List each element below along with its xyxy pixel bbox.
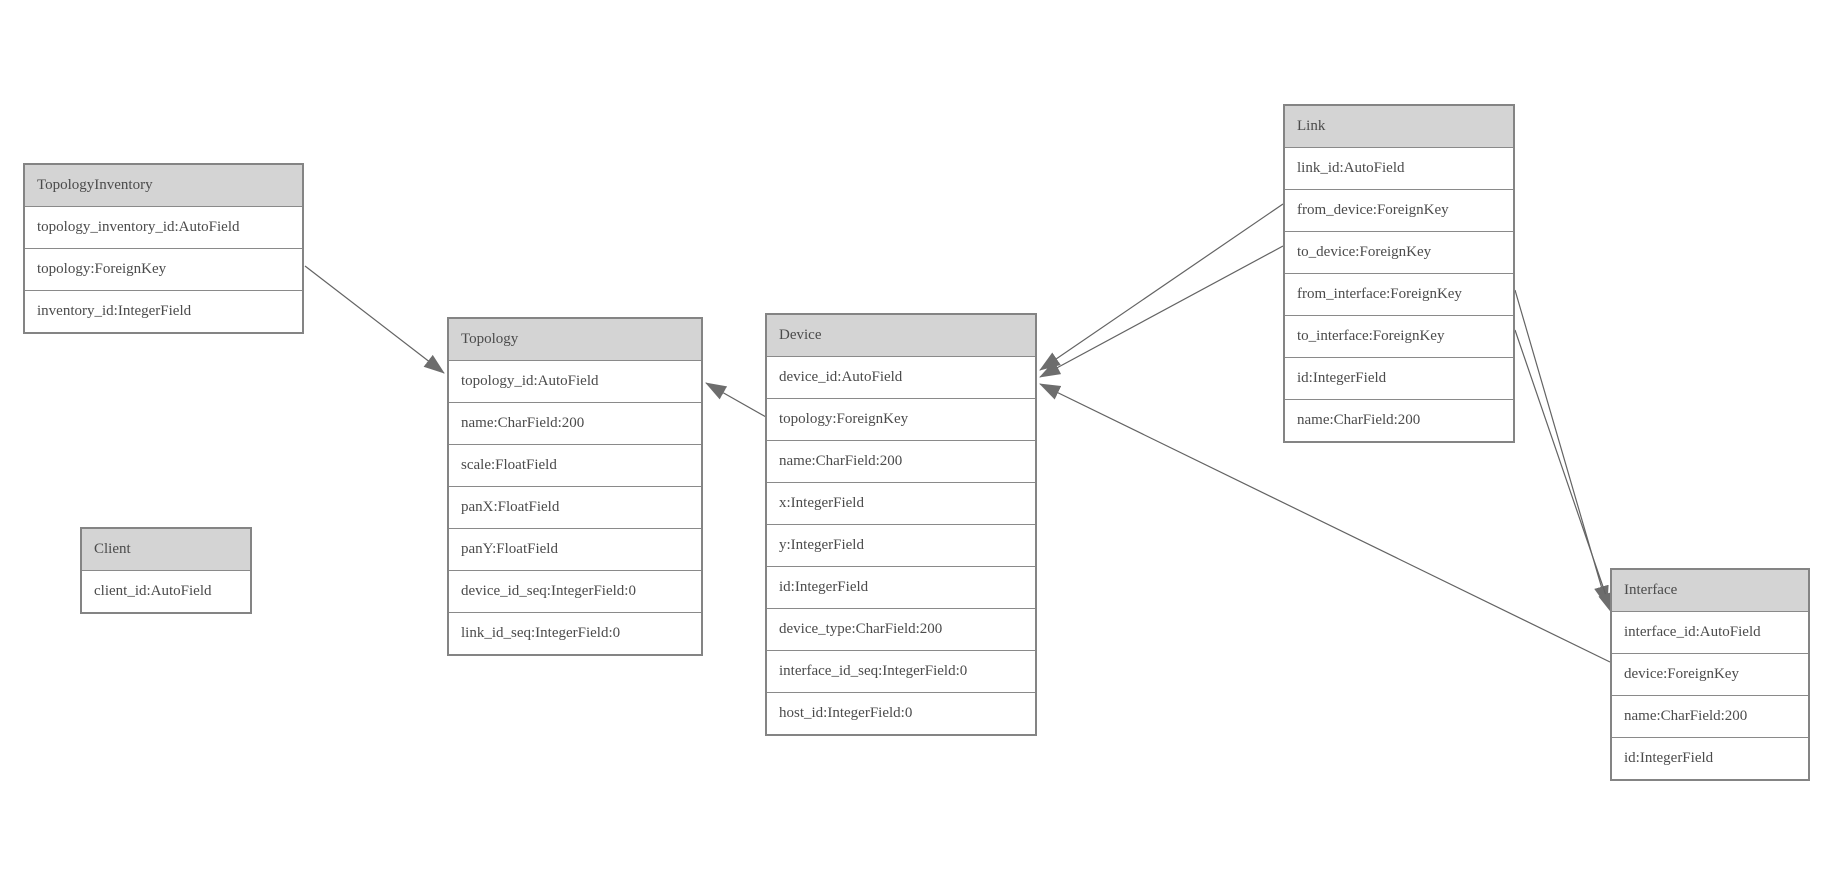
entity-field: link_id:AutoField bbox=[1285, 148, 1513, 190]
entity-field: panX:FloatField bbox=[449, 487, 701, 529]
entity-field: to_device:ForeignKey bbox=[1285, 232, 1513, 274]
entity-field: id:IntegerField bbox=[1285, 358, 1513, 400]
entity-field: interface_id_seq:IntegerField:0 bbox=[767, 651, 1035, 693]
entity-field: id:IntegerField bbox=[767, 567, 1035, 609]
entity-title: Topology bbox=[449, 319, 701, 361]
entity-field: x:IntegerField bbox=[767, 483, 1035, 525]
entity-title: Link bbox=[1285, 106, 1513, 148]
entity-field: from_interface:ForeignKey bbox=[1285, 274, 1513, 316]
edge-link-from-device bbox=[1039, 203, 1284, 371]
entity-field: name:CharField:200 bbox=[767, 441, 1035, 483]
entity-field: device_id:AutoField bbox=[767, 357, 1035, 399]
entity-field: interface_id:AutoField bbox=[1612, 612, 1808, 654]
entity-field: topology_inventory_id:AutoField bbox=[25, 207, 302, 249]
edge-link-to-interface bbox=[1514, 329, 1613, 614]
entity-field: id:IntegerField bbox=[1624, 750, 1714, 766]
entity-field: to_interface:ForeignKey bbox=[1285, 316, 1513, 358]
entity-field: scale:FloatField bbox=[449, 445, 701, 487]
entity-field: topology:ForeignKey bbox=[25, 249, 302, 291]
entity-title: Interface bbox=[1612, 570, 1808, 612]
entity-field: name:CharField:200 bbox=[1612, 696, 1808, 738]
entity-title: Client bbox=[82, 529, 250, 571]
entity-client: Client client_id:AutoField bbox=[80, 527, 252, 614]
edge-device-topology bbox=[705, 382, 767, 418]
entity-title: TopologyInventory bbox=[25, 165, 302, 207]
entity-field: host_id:IntegerField:0 bbox=[779, 705, 913, 721]
edge-topologyinventory-topology bbox=[304, 265, 445, 374]
entity-field: device_type:CharField:200 bbox=[767, 609, 1035, 651]
entity-field: topology:ForeignKey bbox=[767, 399, 1035, 441]
entity-title: Device bbox=[767, 315, 1035, 357]
entity-field: device_id_seq:IntegerField:0 bbox=[449, 571, 701, 613]
entity-field: y:IntegerField bbox=[767, 525, 1035, 567]
entity-field: from_device:ForeignKey bbox=[1285, 190, 1513, 232]
entity-field: topology_id:AutoField bbox=[449, 361, 701, 403]
entity-field: link_id_seq:IntegerField:0 bbox=[461, 625, 621, 641]
entity-field: client_id:AutoField bbox=[94, 583, 212, 599]
edge-link-to-device bbox=[1039, 245, 1284, 378]
edge-interface-device bbox=[1039, 383, 1611, 663]
entity-field: device:ForeignKey bbox=[1612, 654, 1808, 696]
entity-field: inventory_id:IntegerField bbox=[37, 303, 192, 319]
entity-field: panY:FloatField bbox=[449, 529, 701, 571]
entity-field: name:CharField:200 bbox=[449, 403, 701, 445]
entity-field: name:CharField:200 bbox=[1297, 412, 1421, 428]
